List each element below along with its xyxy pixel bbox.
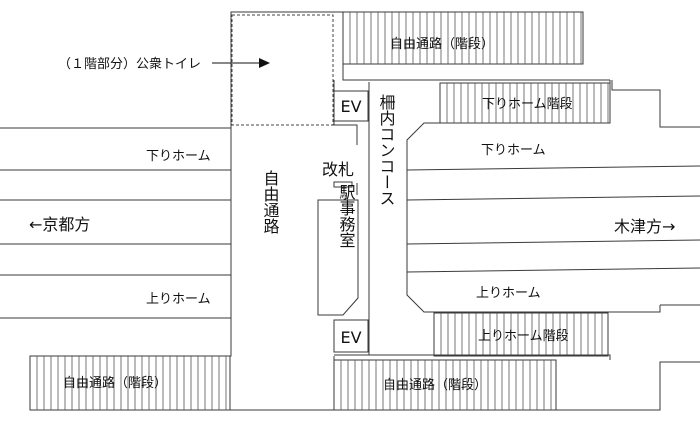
ticket-gate[interactable] [333, 181, 353, 188]
up-platform-stairs [433, 312, 609, 357]
center-structure [333, 80, 611, 360]
down-platform-label-west: 下りホーム [146, 149, 211, 164]
upper-stairs [342, 11, 584, 65]
tracks-west [0, 169, 231, 319]
kyoto-direction: ←京都方 [29, 215, 90, 234]
concourse-label: 柵内コンコース [377, 94, 396, 206]
up-stairs-label: 上りホーム階段 [478, 329, 569, 344]
up-platform-label-west: 上りホーム [146, 292, 211, 307]
upper-stairs-label: 自由通路（階段） [390, 36, 494, 52]
public-toilet-area [231, 14, 334, 126]
lower-left-stairs-label: 自由通路（階段） [63, 375, 167, 391]
down-platform-label-east: 下りホーム [481, 143, 546, 158]
elevator-south-label: EV [340, 328, 361, 347]
toilet-arrow [212, 58, 270, 68]
elevator-south[interactable] [333, 319, 369, 353]
up-platform-label-east: 上りホーム [476, 286, 541, 301]
lower-right-stairs-label: 自由通路（階段） [383, 377, 487, 393]
lower-right-stairs [333, 359, 557, 411]
down-platform-stairs [439, 82, 611, 124]
station-office-label: 駅事務室 [337, 184, 356, 248]
elevator-north[interactable] [333, 90, 369, 122]
lower-left-stairs [29, 355, 231, 411]
station-office [317, 199, 359, 316]
down-stairs-label: 下りホーム階段 [482, 97, 573, 112]
tracks-east [406, 165, 700, 306]
ticket-gate-label: 改札 [322, 160, 354, 179]
elevator-north-label: EV [340, 97, 361, 116]
free-passage-label: 自由通路 [261, 170, 280, 234]
toilet-note: （１階部分）公衆トイレ [58, 56, 201, 72]
concourse-outline [406, 122, 661, 313]
kizu-direction: 木津方→ [614, 217, 675, 236]
